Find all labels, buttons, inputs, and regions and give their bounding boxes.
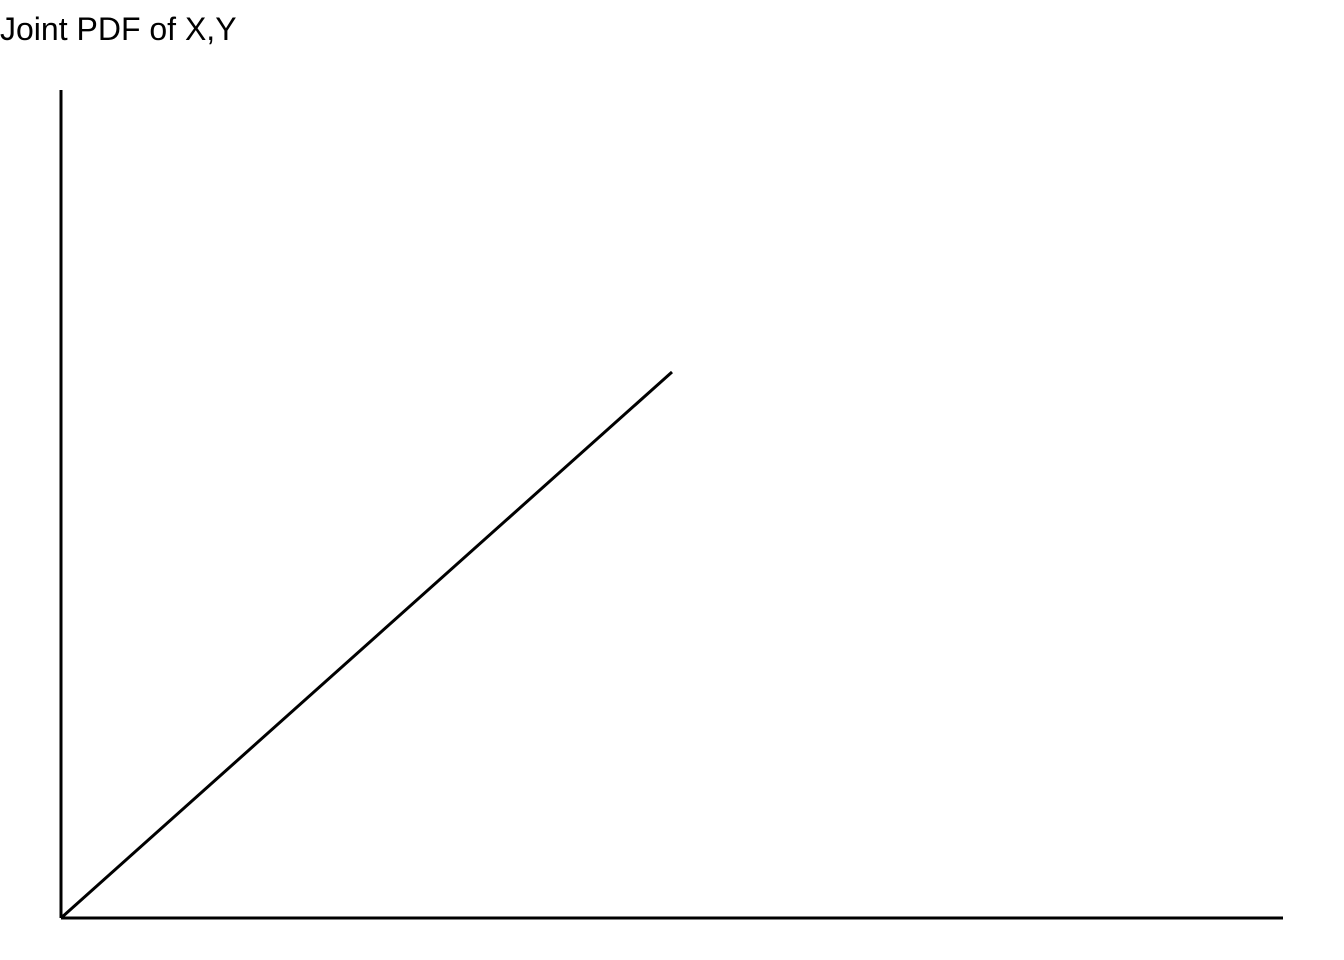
series-layer [60,370,673,920]
series-line-0 [60,370,673,920]
chart-title: Joint PDF of X,Y [0,11,237,47]
